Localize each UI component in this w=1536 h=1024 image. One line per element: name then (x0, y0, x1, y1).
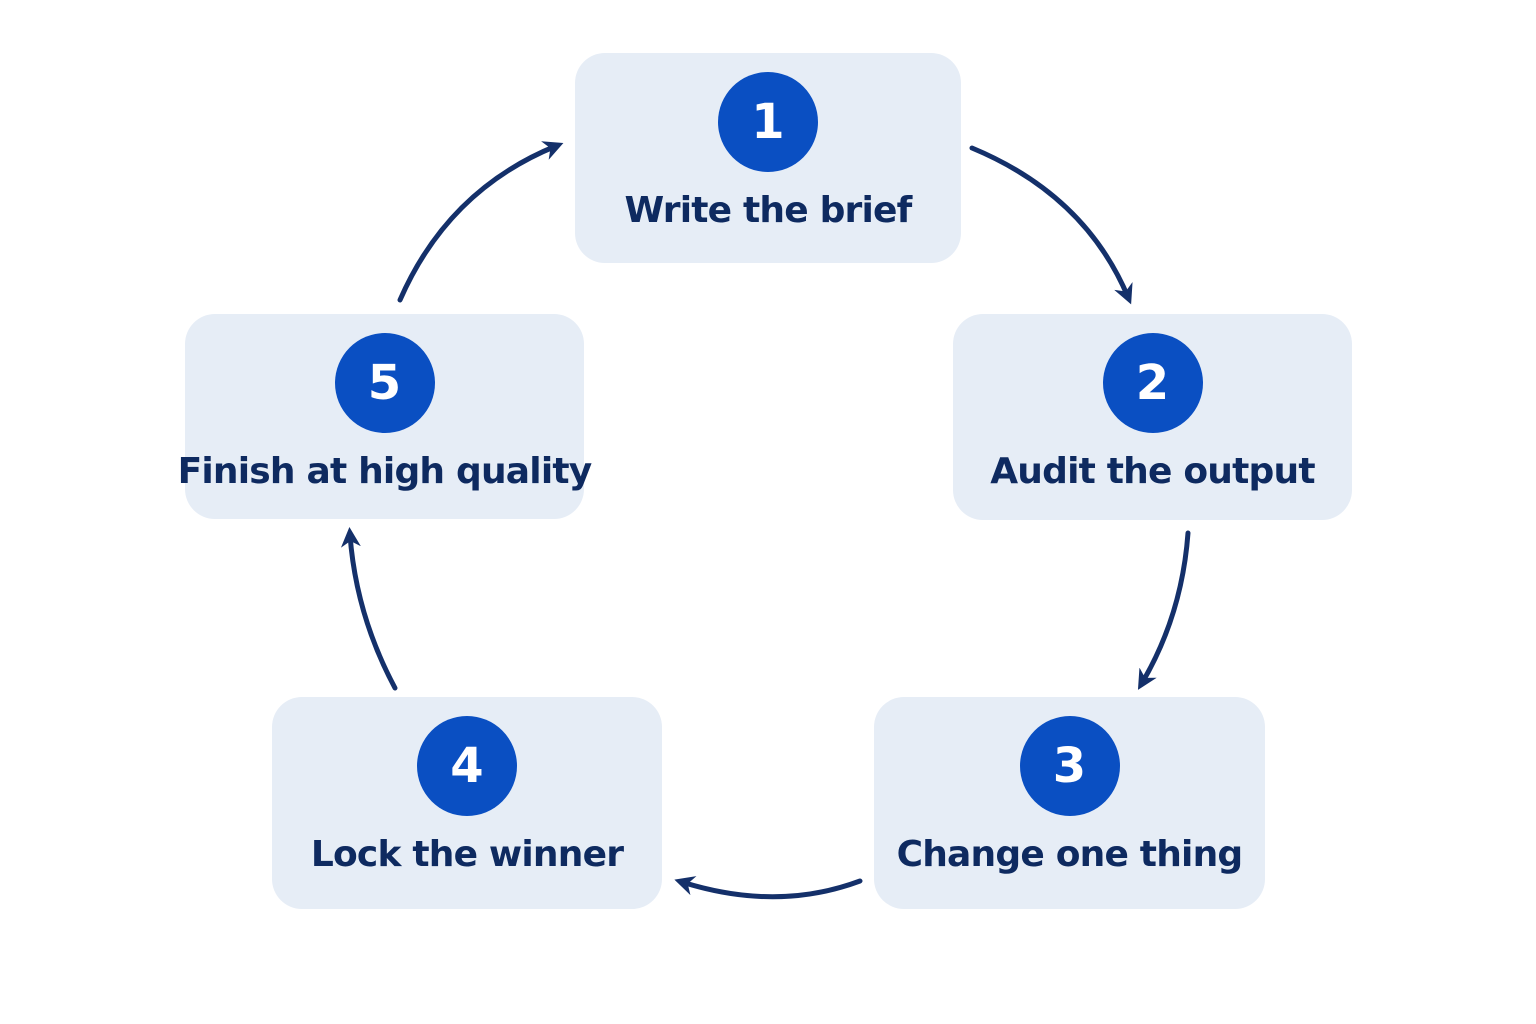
step-box-finish-at-high-quality: 5 Finish at high quality (178, 314, 592, 519)
step-number-badge: 3 (1019, 716, 1120, 816)
step-box-change-one-thing: 3 Change one thing (874, 697, 1265, 909)
arrow-3-to-4 (674, 876, 863, 900)
arrow-5-to-1 (397, 141, 564, 303)
arrow-2-to-3 (1137, 530, 1191, 690)
arrow-4-to-5 (340, 527, 398, 691)
arrow-1-to-2 (969, 145, 1133, 305)
step-box-lock-the-winner: 4 Lock the winner (272, 697, 662, 909)
step-number-badge: 2 (1102, 333, 1203, 433)
step-label: Lock the winner (310, 834, 624, 875)
step-label: Change one thing (896, 834, 1244, 875)
step-box-audit-the-output: 2 Audit the output (953, 314, 1352, 520)
step-box-write-the-brief: 1 Write the brief (575, 53, 961, 263)
step-number-badge: 5 (334, 333, 435, 433)
step-number-badge: 4 (417, 716, 517, 816)
step-label: Finish at high quality (177, 451, 593, 492)
step-label: Write the brief (624, 190, 912, 231)
step-label: Audit the output (990, 451, 1315, 492)
step-number-badge: 1 (718, 72, 818, 172)
